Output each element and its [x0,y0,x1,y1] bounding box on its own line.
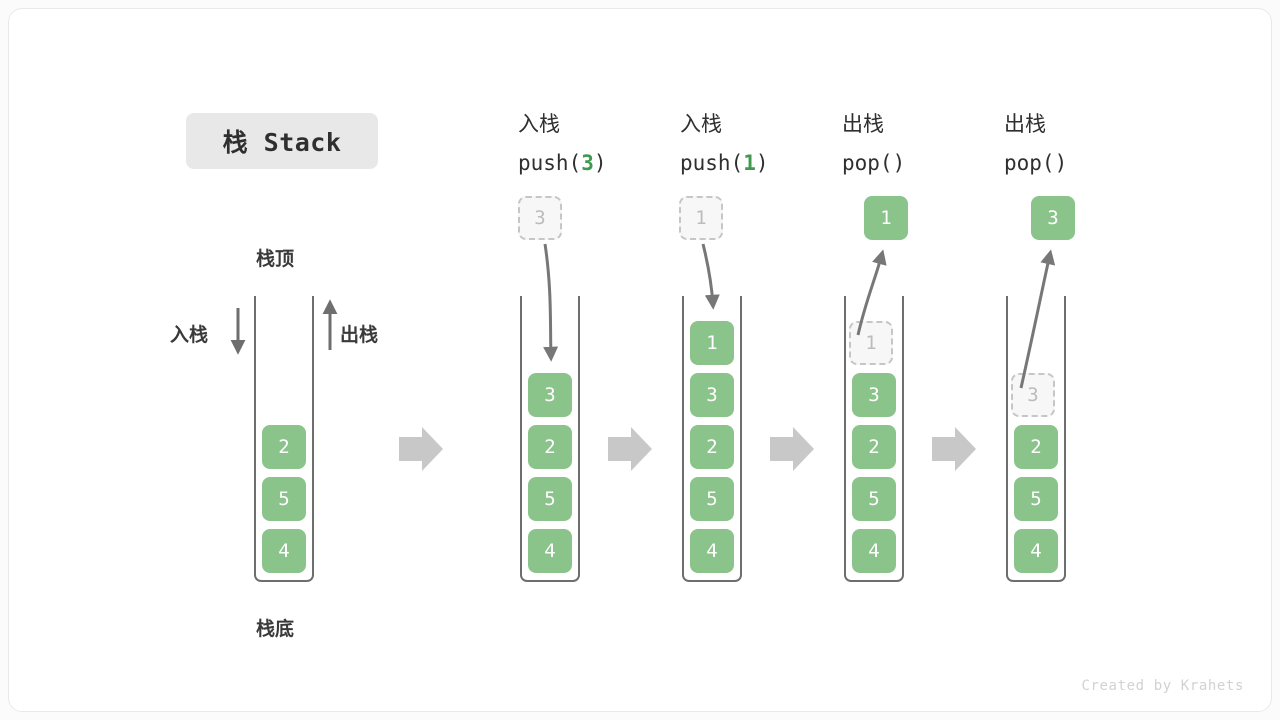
stack-container-push-3 [520,296,580,582]
stack-top-label: 栈顶 [256,249,295,270]
column-header-line1: 入栈 [680,113,722,136]
stack-cell: 2 [528,425,572,469]
pop-direction-label: 出栈 [340,325,379,346]
popped-element: 1 [864,196,908,240]
stack-cell: 2 [690,425,734,469]
stack-cell: 4 [262,529,306,573]
pop-call-prefix: pop( [842,151,893,175]
column-header-line1: 出栈 [1004,113,1046,136]
stack-cell: 5 [262,477,306,521]
column-header-push-3: 入栈 push(3) [518,106,607,183]
floating-element-ghost: 3 [518,196,562,240]
stack-cell: 2 [262,425,306,469]
stack-cell: 5 [852,477,896,521]
stack-cell: 3 [528,373,572,417]
column-header-line2: push(1) [680,144,769,183]
stack-container-push-1 [682,296,742,582]
stack-cell: 1 [690,321,734,365]
stack-container-pop-1 [844,296,904,582]
stack-cell: 4 [690,529,734,573]
stack-cell: 5 [690,477,734,521]
floating-element-ghost: 1 [679,196,723,240]
column-header-pop-3: 出栈 pop() [1004,106,1067,183]
stack-cell: 3 [690,373,734,417]
stack-cell: 3 [852,373,896,417]
stack-cell: 4 [852,529,896,573]
pop-call-suffix: ) [892,151,906,175]
column-header-line2: pop() [1004,144,1067,183]
stack-cell: 5 [1014,477,1058,521]
stack-container-initial [254,296,314,582]
push-call-arg: 1 [743,151,756,175]
stack-cell-ghost: 3 [1011,373,1055,417]
stack-cell: 5 [528,477,572,521]
title-badge: 栈 Stack [186,113,378,169]
push-call-arg: 3 [581,151,594,175]
column-header-line1: 出栈 [842,113,884,136]
push-direction-label: 入栈 [170,325,209,346]
stack-container-pop-3 [1006,296,1066,582]
push-call-prefix: push( [518,151,582,175]
push-call-suffix: ) [593,151,607,175]
column-header-line2: push(3) [518,144,607,183]
push-call-prefix: push( [680,151,744,175]
popped-element: 3 [1031,196,1075,240]
column-header-push-1: 入栈 push(1) [680,106,769,183]
column-header-pop-1: 出栈 pop() [842,106,905,183]
stack-cell: 4 [528,529,572,573]
pop-call-suffix: ) [1054,151,1068,175]
watermark: Created by Krahets [1081,678,1244,694]
stack-cell: 4 [1014,529,1058,573]
push-call-suffix: ) [755,151,769,175]
pop-call-prefix: pop( [1004,151,1055,175]
stack-cell-ghost: 1 [849,321,893,365]
stack-cell: 2 [852,425,896,469]
column-header-line1: 入栈 [518,113,560,136]
stack-bottom-label: 栈底 [256,619,295,640]
stack-cell: 2 [1014,425,1058,469]
column-header-line2: pop() [842,144,905,183]
